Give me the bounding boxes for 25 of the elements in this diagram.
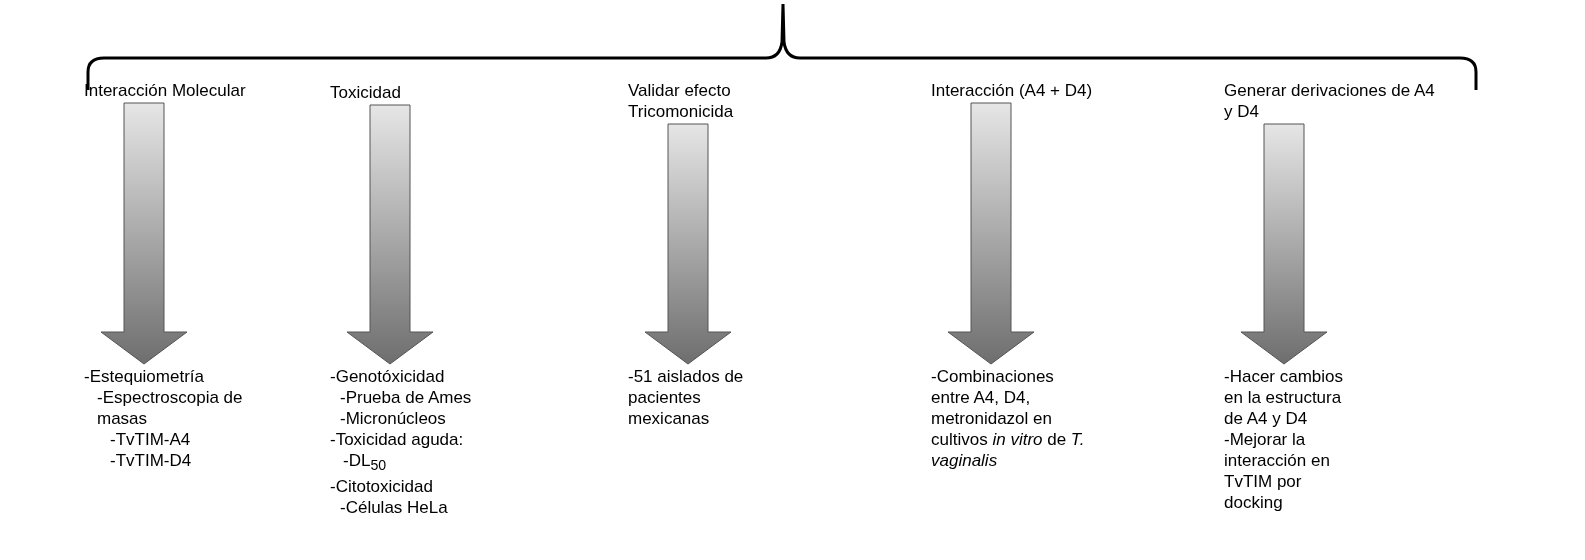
column-heading: Toxicidad	[330, 82, 530, 103]
column-heading: Interacción Molecular	[84, 80, 314, 101]
list-item: -DL$_{50}$	[342, 450, 388, 476]
item-text: -51 aislados de pacientes mexicanas	[628, 366, 763, 429]
list-item: -Toxicidad aguda:	[330, 429, 465, 450]
list-item: -Citotoxicidad	[330, 476, 434, 498]
column-heading: Validar efecto Tricomonicida	[628, 80, 768, 122]
column-heading: Interacción (A4 + D4)	[931, 80, 1151, 101]
block-arrow	[644, 123, 732, 365]
block-arrow	[1240, 123, 1328, 365]
list-item: -Prueba de Ames	[339, 387, 473, 408]
list-item: -Células HeLa	[339, 497, 449, 519]
item-text: -Combinaciones entre A4, D4, metronidazol en cultivos in vitro de T. vaginalis	[931, 366, 1091, 471]
list-item: -Estequiometría	[84, 366, 205, 387]
list-item: -Mejorar la interacción en TvTIM por docking	[1224, 429, 1331, 513]
list-item: -Hacer cambios en la estructura de A4 y D4	[1224, 366, 1345, 429]
column-heading: Generar derivaciones de A4 y D4	[1224, 80, 1439, 122]
list-item: -Genotóxicidad	[330, 366, 446, 387]
block-arrow	[947, 102, 1035, 365]
list-item: -TvTIM-A4	[109, 429, 192, 450]
list-item: -TvTIM-D4	[109, 450, 193, 471]
list-item: -Espectroscopia de masas	[96, 387, 244, 429]
block-arrow	[100, 102, 188, 365]
list-item: -Micronúcleos	[339, 408, 447, 429]
block-arrow	[346, 104, 434, 365]
